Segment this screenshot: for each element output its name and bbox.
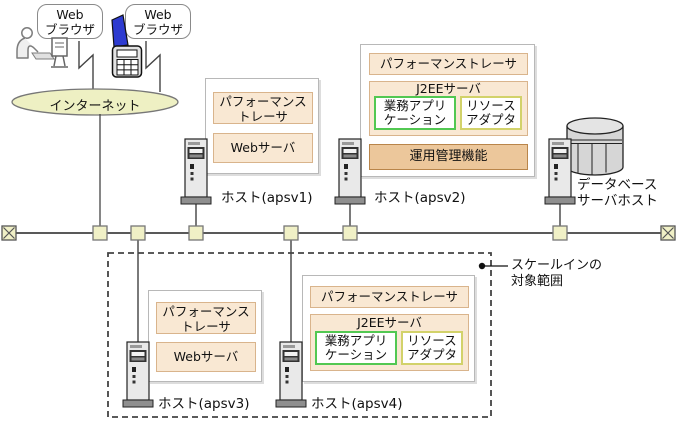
scale-in-annotation-line2: 対象範囲: [511, 274, 564, 289]
j2ee-server-label: J2EEサーバ: [416, 81, 481, 96]
operation-management-box: 運用管理機能: [369, 144, 528, 170]
resource-adapter-label: アダプタ: [406, 347, 457, 362]
network-terminator-x-icon: [1, 225, 17, 241]
performance-tracer-label: パフォーマンス: [162, 304, 250, 319]
business-application-label: ケーション: [383, 112, 447, 127]
web-browser-label: Web: [56, 7, 84, 22]
host-apsv4-box: パフォーマンストレーサ J2EEサーバ 業務アプリ ケーション リソース アダプ…: [302, 275, 475, 382]
server-icon-apsv2: [334, 138, 366, 205]
scale-in-annotation: スケールインの 対象範囲: [511, 258, 602, 290]
host-apsv1-label: ホスト(apsv1): [221, 190, 313, 206]
network-node-icons: [92, 225, 568, 241]
annotation-leader: [478, 262, 508, 270]
scale-in-annotation-line1: スケールインの: [511, 258, 603, 273]
performance-tracer-label: トレーサ: [181, 319, 231, 334]
performance-tracer-box: パフォーマンストレーサ: [310, 286, 469, 308]
performance-tracer-box: パフォーマンス トレーサ: [156, 302, 256, 334]
web-server-box: Webサーバ: [156, 342, 256, 372]
resource-adapter-label: アダプタ: [465, 112, 516, 127]
host-apsv2-label: ホスト(apsv2): [374, 190, 466, 206]
database-host-label-line2: サーバホスト: [577, 193, 658, 209]
resource-adapter-box: リソース アダプタ: [401, 331, 463, 365]
link-user-internet: [78, 41, 94, 91]
scale-in-region: [107, 252, 492, 418]
server-icon-apsv3: [122, 341, 154, 408]
web-browser-label: ブラウザ: [132, 22, 183, 37]
business-application-label: 業務アプリ: [383, 98, 447, 113]
j2ee-server-label: J2EEサーバ: [357, 315, 422, 330]
j2ee-server-box: J2EEサーバ 業務アプリ ケーション リソース アダプタ: [310, 314, 469, 371]
web-browser-bubble-user: Web ブラウザ: [37, 4, 103, 39]
host-apsv2-box: パフォーマンストレーサ J2EEサーバ 業務アプリ ケーション リソース アダプ…: [360, 44, 535, 177]
server-icon-apsv4: [275, 341, 307, 408]
web-server-box: Webサーバ: [213, 133, 313, 163]
link-mobile-internet: [145, 41, 161, 92]
server-icon-apsv1: [180, 138, 212, 205]
performance-tracer-box: パフォーマンス トレーサ: [213, 92, 313, 124]
host-apsv3-label: ホスト(apsv3): [158, 396, 250, 412]
business-application-box: 業務アプリ ケーション: [374, 96, 456, 130]
host-apsv3-box: パフォーマンス トレーサ Webサーバ: [148, 290, 262, 382]
performance-tracer-box: パフォーマンストレーサ: [369, 53, 528, 75]
resource-adapter-label: リソース: [466, 98, 516, 113]
database-host-label: データベース サーバホスト: [577, 177, 658, 209]
host-apsv1-box: パフォーマンス トレーサ Webサーバ: [205, 78, 319, 174]
internet-label: インターネット: [49, 99, 141, 114]
mobile-phone-icon: [111, 14, 143, 78]
web-browser-label: ブラウザ: [44, 22, 95, 37]
host-apsv4-label: ホスト(apsv4): [311, 396, 403, 412]
performance-tracer-label: パフォーマンス: [219, 94, 307, 109]
network-terminator-x-icon: [660, 225, 676, 241]
database-icon: [566, 117, 624, 176]
performance-tracer-label: トレーサ: [238, 109, 288, 124]
user-icon: [16, 27, 68, 68]
server-icon-database: [544, 138, 576, 205]
database-host-label-line1: データベース: [577, 177, 658, 193]
web-browser-bubble-mobile: Web ブラウザ: [125, 4, 191, 39]
resource-adapter-box: リソース アダプタ: [460, 96, 522, 130]
resource-adapter-label: リソース: [407, 333, 457, 348]
web-browser-label: Web: [144, 7, 172, 22]
business-application-label: ケーション: [324, 347, 388, 362]
business-application-box: 業務アプリ ケーション: [315, 331, 397, 365]
j2ee-server-box: J2EEサーバ 業務アプリ ケーション リソース アダプタ: [369, 81, 528, 136]
business-application-label: 業務アプリ: [324, 333, 388, 348]
internet-ellipse: [11, 88, 179, 116]
